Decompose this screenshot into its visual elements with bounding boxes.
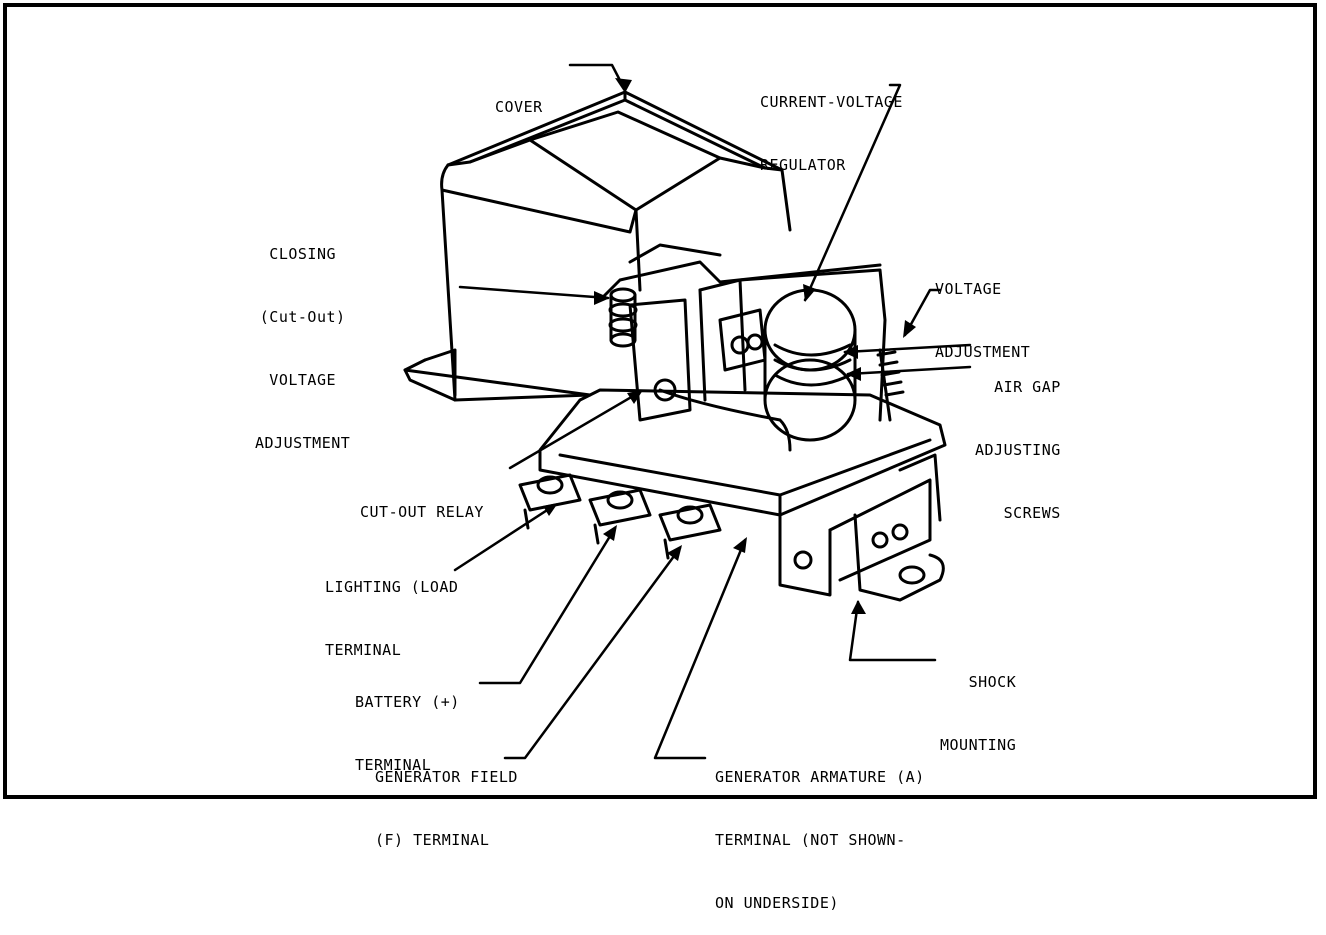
closing-adjust-screw-drawing <box>608 287 638 348</box>
cut-out-relay-drawing <box>628 298 792 452</box>
label-current-voltage-regulator: CURRENT-VOLTAGE REGULATOR <box>760 93 903 174</box>
diagram-frame <box>3 3 1317 799</box>
label-shock-mounting: SHOCK MOUNTING <box>940 673 1017 754</box>
shock-mounting-drawing <box>778 453 945 602</box>
label-lighting-load-terminal: LIGHTING (LOAD TERMINAL <box>325 578 459 659</box>
label-generator-field-terminal: GENERATOR FIELD (F) TERMINAL <box>375 768 518 849</box>
leader-lines <box>453 63 972 760</box>
label-battery-terminal: BATTERY (+) TERMINAL <box>355 693 460 774</box>
regulator-coil-drawing <box>598 243 887 442</box>
voltage-adjust-screw-drawing <box>876 348 905 422</box>
terminals-drawing <box>518 473 722 560</box>
regulator-illustration <box>403 63 972 760</box>
label-air-gap-adjusting-screws: AIR GAP ADJUSTING SCREWS <box>975 378 1061 522</box>
label-voltage-adjustment: VOLTAGE ADJUSTMENT <box>935 280 1031 361</box>
label-closing-voltage-adjustment: CLOSING (Cut-Out) VOLTAGE ADJUSTMENT <box>255 245 351 452</box>
label-cut-out-relay: CUT-OUT RELAY <box>360 503 484 521</box>
label-cover: COVER <box>495 98 543 116</box>
base-plate-drawing <box>538 388 947 517</box>
label-generator-armature-terminal: GENERATOR ARMATURE (A) TERMINAL (NOT SHO… <box>715 768 925 912</box>
cover-drawing <box>403 90 792 402</box>
arrow-heads <box>543 78 916 614</box>
